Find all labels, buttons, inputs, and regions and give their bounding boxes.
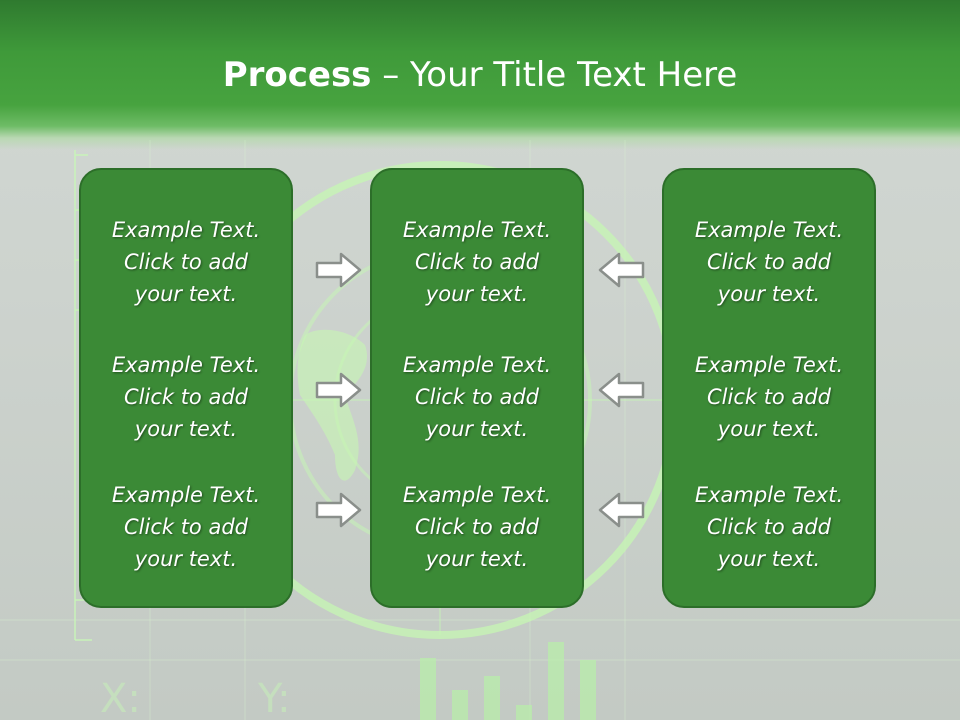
text-line: Click to add [123, 515, 248, 539]
text-line: your text. [425, 417, 529, 441]
process-panel-left[interactable]: Example Text. Click to add your text. Ex… [79, 168, 293, 608]
text-line: Example Text. [111, 353, 261, 377]
text-line: Example Text. [402, 353, 552, 377]
text-line: Example Text. [402, 218, 552, 242]
text-line: Click to add [706, 250, 831, 274]
y-axis-label: Y: [257, 676, 291, 720]
panel-text-block[interactable]: Example Text. Click to add your text. [664, 214, 874, 310]
text-line: Click to add [123, 385, 248, 409]
text-line: Example Text. [402, 483, 552, 507]
left-arrow-icon[interactable] [596, 250, 646, 290]
right-arrow-icon[interactable] [314, 250, 364, 290]
x-axis-label: X: [100, 676, 141, 720]
text-line: your text. [134, 547, 238, 571]
panel-text-block[interactable]: Example Text. Click to add your text. [81, 349, 291, 445]
panel-text-block[interactable]: Example Text. Click to add your text. [664, 479, 874, 575]
panel-text-block[interactable]: Example Text. Click to add your text. [372, 349, 582, 445]
panel-text-block[interactable]: Example Text. Click to add your text. [372, 214, 582, 310]
text-line: Click to add [706, 385, 831, 409]
text-line: Click to add [414, 250, 539, 274]
text-line: your text. [425, 547, 529, 571]
text-line: Click to add [123, 250, 248, 274]
title-bold: Process [222, 55, 372, 95]
text-line: your text. [134, 282, 238, 306]
text-line: Click to add [706, 515, 831, 539]
header-band [0, 0, 960, 150]
left-arrow-icon[interactable] [596, 490, 646, 530]
text-line: Example Text. [111, 218, 261, 242]
process-panel-right[interactable]: Example Text. Click to add your text. Ex… [662, 168, 876, 608]
process-panel-center[interactable]: Example Text. Click to add your text. Ex… [370, 168, 584, 608]
bar-chart-icon [420, 642, 596, 720]
panel-text-block[interactable]: Example Text. Click to add your text. [664, 349, 874, 445]
text-line: your text. [425, 282, 529, 306]
right-arrow-icon[interactable] [314, 490, 364, 530]
text-line: Click to add [414, 385, 539, 409]
text-line: Example Text. [694, 483, 844, 507]
text-line: Example Text. [111, 483, 261, 507]
panel-text-block[interactable]: Example Text. Click to add your text. [372, 479, 582, 575]
left-arrow-icon[interactable] [596, 370, 646, 410]
panel-text-block[interactable]: Example Text. Click to add your text. [81, 479, 291, 575]
text-line: your text. [717, 282, 821, 306]
continent-shape [297, 329, 368, 481]
page-title[interactable]: Process – Your Title Text Here [0, 52, 960, 98]
text-line: your text. [134, 417, 238, 441]
text-line: Click to add [414, 515, 539, 539]
panel-text-block[interactable]: Example Text. Click to add your text. [81, 214, 291, 310]
right-arrow-icon[interactable] [314, 370, 364, 410]
text-line: your text. [717, 417, 821, 441]
text-line: Example Text. [694, 353, 844, 377]
title-rest: – Your Title Text Here [371, 55, 738, 95]
text-line: your text. [717, 547, 821, 571]
text-line: Example Text. [694, 218, 844, 242]
